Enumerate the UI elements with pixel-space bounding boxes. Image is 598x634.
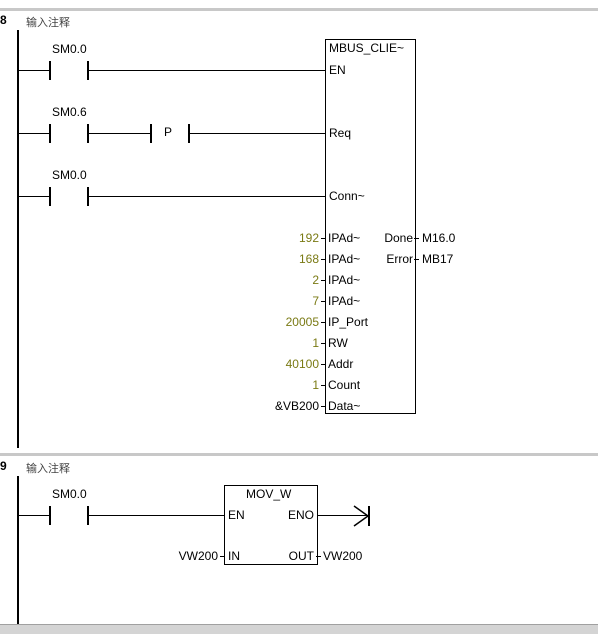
pin-tick	[321, 301, 326, 302]
network-9-comment[interactable]: 输入注释	[26, 462, 70, 475]
mov-w-block[interactable]	[224, 485, 318, 565]
contact-left-bar	[49, 506, 51, 525]
wire	[89, 70, 327, 71]
positive-edge-p: P	[164, 125, 173, 139]
pin-tick	[321, 406, 326, 407]
contact-left-bar	[49, 124, 51, 143]
pin-tick	[220, 556, 225, 557]
pin-error: Error	[386, 252, 413, 266]
horizontal-scrollbar[interactable]	[0, 624, 598, 634]
pin-ip-port: IP_Port	[328, 315, 369, 329]
pin-conn: Conn~	[329, 189, 365, 203]
network-9-number: 9	[0, 459, 7, 473]
pin-tick	[414, 238, 419, 239]
pin-tick	[321, 259, 326, 260]
network-9-power-rail	[17, 476, 19, 624]
value-count[interactable]: 1	[312, 378, 319, 392]
pin-tick	[321, 364, 326, 365]
mbus-client-title: MBUS_CLIE~	[329, 41, 405, 55]
wire	[89, 196, 327, 197]
value-ip-port[interactable]: 20005	[285, 315, 319, 329]
value-out[interactable]: VW200	[323, 549, 363, 563]
network-9-separator	[0, 453, 598, 456]
network-8-number: 8	[0, 13, 7, 27]
contact-sm0-6-label: SM0.6	[52, 105, 87, 119]
mbus-client-block[interactable]	[325, 39, 416, 414]
pin-tick	[321, 238, 326, 239]
pin-done: Done	[384, 231, 413, 245]
p-contact-right-bar	[188, 124, 190, 143]
pin-in: IN	[228, 549, 240, 563]
network-8-separator	[0, 8, 598, 11]
contact-sm0-0-label: SM0.0	[52, 168, 87, 182]
value-error[interactable]: MB17	[422, 252, 454, 266]
wire	[19, 70, 49, 71]
pin-data-ptr: Data~	[328, 399, 361, 413]
coil-arrow-icon	[353, 505, 370, 527]
pin-tick	[414, 259, 419, 260]
contact-left-bar	[49, 187, 51, 206]
wire	[89, 515, 225, 516]
pin-addr: Addr	[328, 357, 354, 371]
value-done[interactable]: M16.0	[422, 231, 456, 245]
value-rw[interactable]: 1	[312, 336, 319, 350]
network-8-comment[interactable]: 输入注释	[26, 16, 70, 29]
pin-tick	[321, 322, 326, 323]
contact-right-bar	[87, 187, 89, 206]
pin-out: OUT	[288, 549, 314, 563]
wire	[89, 133, 150, 134]
contact-sm0-0-label: SM0.0	[52, 42, 87, 56]
pin-en: EN	[329, 63, 346, 77]
wire	[19, 196, 49, 197]
contact-left-bar	[49, 61, 51, 80]
pin-tick	[316, 556, 321, 557]
pin-ipaddr1: IPAd~	[328, 231, 361, 245]
value-addr[interactable]: 40100	[285, 357, 319, 371]
contact-sm0-0-label: SM0.0	[52, 487, 87, 501]
wire	[190, 133, 327, 134]
value-in[interactable]: VW200	[178, 549, 218, 563]
pin-en: EN	[228, 508, 245, 522]
pin-req: Req	[329, 126, 352, 140]
pin-eno: ENO	[287, 508, 314, 522]
value-ip4[interactable]: 7	[312, 294, 319, 308]
value-ip2[interactable]: 168	[298, 252, 319, 266]
wire	[19, 133, 49, 134]
pin-ipaddr2: IPAd~	[328, 252, 361, 266]
pin-count: Count	[328, 378, 361, 392]
wire	[317, 515, 369, 516]
pin-tick	[321, 343, 326, 344]
contact-right-bar	[87, 506, 89, 525]
value-data-ptr[interactable]: &VB200	[274, 399, 319, 413]
wire	[19, 515, 49, 516]
value-ip3[interactable]: 2	[312, 273, 319, 287]
contact-right-bar	[87, 124, 89, 143]
contact-right-bar	[87, 61, 89, 80]
value-ip1[interactable]: 192	[298, 231, 319, 245]
mov-w-title: MOV_W	[246, 487, 292, 501]
pin-rw: RW	[328, 336, 348, 350]
pin-ipaddr4: IPAd~	[328, 294, 361, 308]
pin-tick	[321, 385, 326, 386]
pin-tick	[321, 280, 326, 281]
pin-ipaddr3: IPAd~	[328, 273, 361, 287]
network-8-power-rail	[17, 30, 19, 448]
p-contact-left-bar	[150, 124, 152, 143]
